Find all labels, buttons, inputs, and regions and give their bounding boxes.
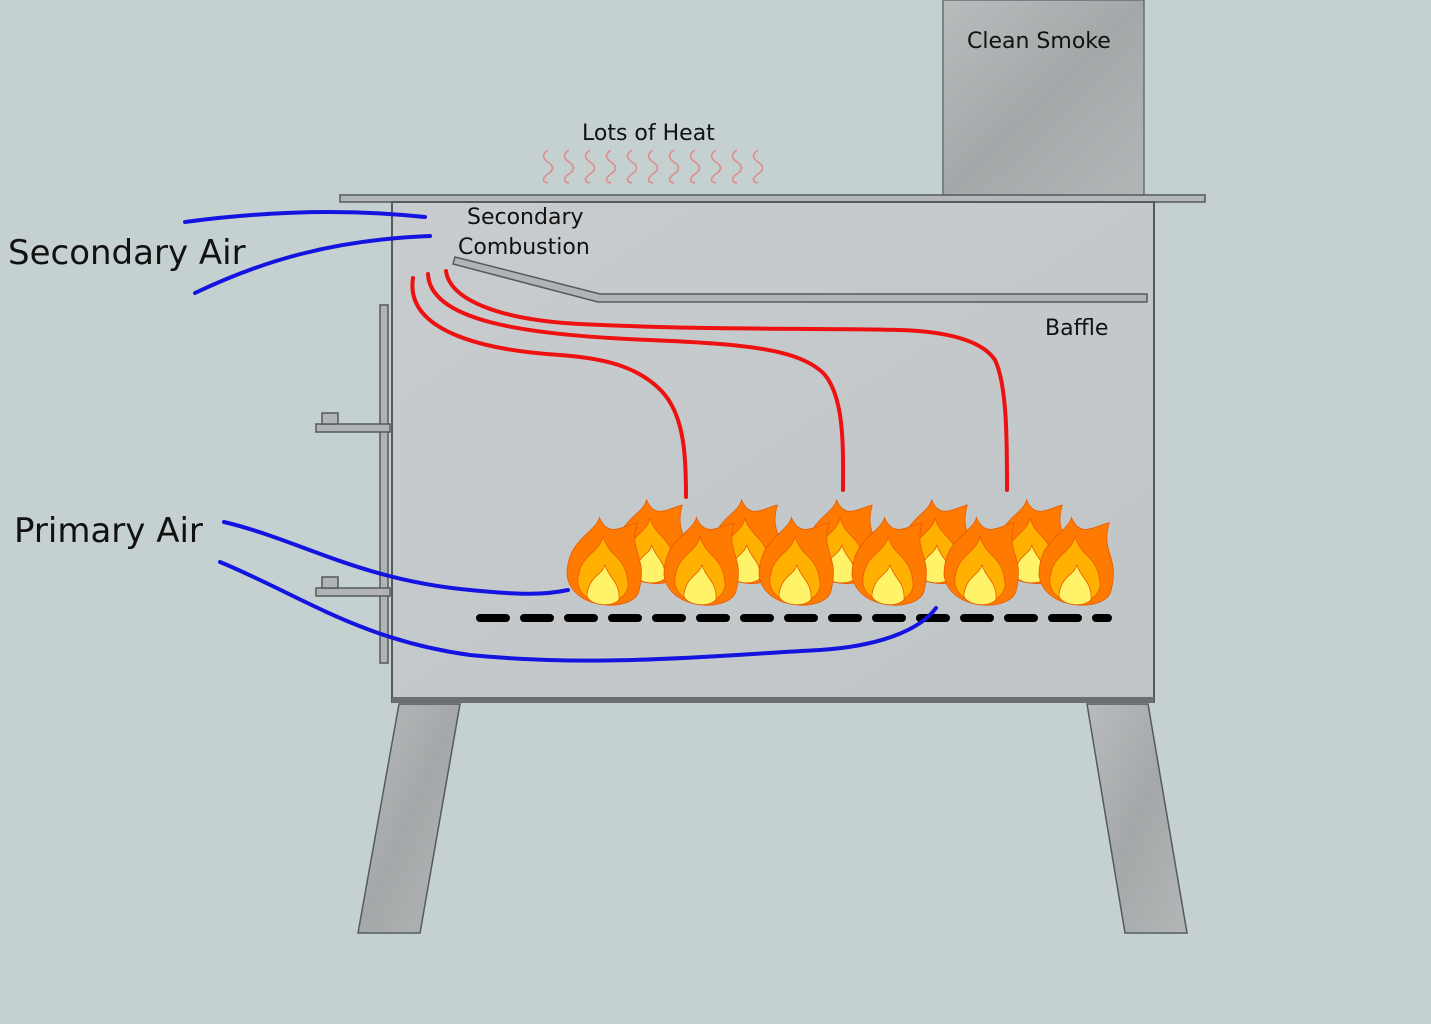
heat-wave (752, 149, 764, 184)
stove-top-plate (339, 194, 1206, 203)
heat-wave-icon (542, 149, 764, 184)
smoke-flow-line (444, 269, 1009, 492)
baffle-label: Baffle (1045, 316, 1108, 341)
chimney-pipe (942, 0, 1145, 197)
flame-icon (851, 516, 927, 606)
flame-icon (1038, 516, 1114, 606)
upper-door-handle (315, 412, 391, 433)
flames (566, 498, 1114, 606)
smoke-flow-lines (410, 269, 1009, 499)
baffle-plate (452, 256, 1148, 303)
heat-wave (584, 149, 596, 184)
primary-air-line (218, 560, 938, 663)
heat-wave (605, 149, 617, 184)
heat-wave (689, 149, 701, 184)
clean-smoke-label: Clean Smoke (967, 29, 1111, 54)
flame-icon (758, 516, 834, 606)
heat-wave (647, 149, 659, 184)
heat-wave (626, 149, 638, 184)
secondary-air-line (193, 234, 432, 295)
heat-wave (710, 149, 722, 184)
heat-wave (668, 149, 680, 184)
stove-door (379, 304, 389, 664)
secondary-air-line (183, 209, 427, 224)
air-flow-lines (183, 209, 938, 663)
flame-icon (943, 516, 1019, 606)
heat-wave (542, 149, 554, 184)
flame-icon (566, 516, 642, 606)
heat-wave (731, 149, 743, 184)
secondary-combustion-label-line1: Secondary (467, 205, 584, 230)
right-leg (1086, 703, 1188, 934)
left-leg (357, 703, 461, 934)
primary-air-line (222, 520, 570, 596)
smoke-flow-line (410, 276, 688, 499)
secondary-air-label: Secondary Air (8, 233, 246, 273)
lots-of-heat-label: Lots of Heat (582, 121, 715, 146)
secondary-combustion-label-line2: Combustion (458, 235, 590, 260)
lower-door-handle (315, 576, 391, 597)
primary-air-label: Primary Air (14, 511, 203, 551)
heat-wave (563, 149, 575, 184)
smoke-flow-line (426, 272, 846, 492)
flame-icon (663, 516, 739, 606)
